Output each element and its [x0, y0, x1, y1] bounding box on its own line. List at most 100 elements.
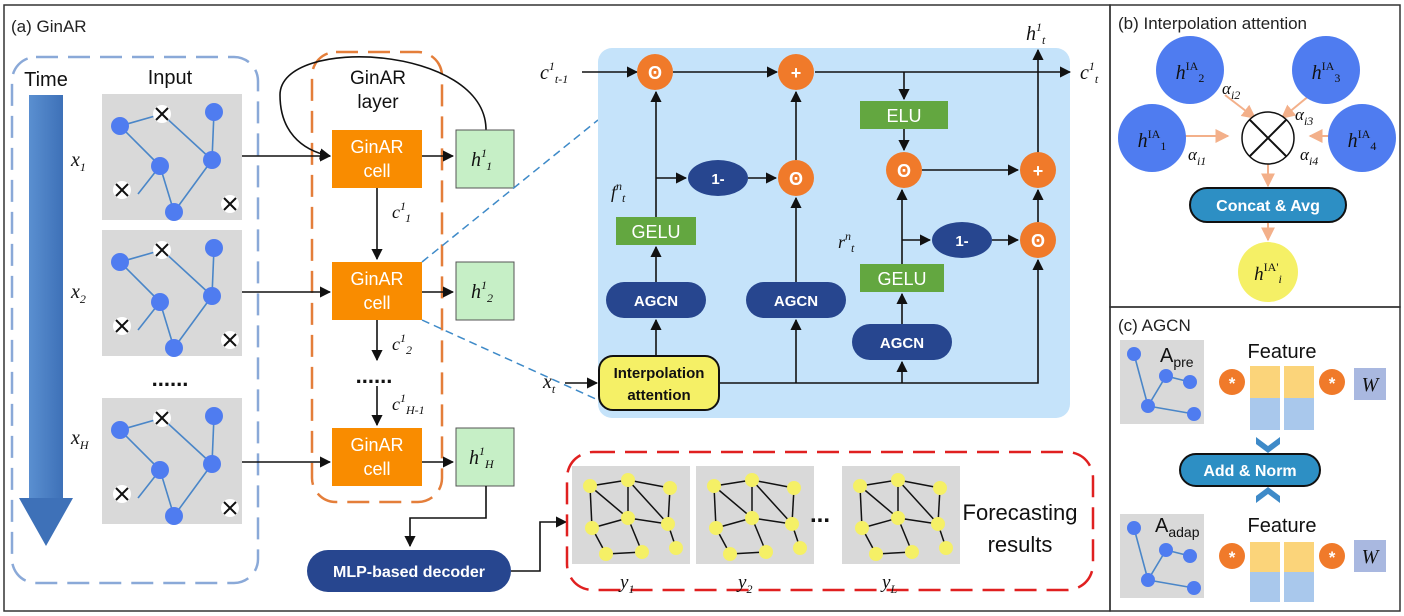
svg-text:cell: cell	[363, 293, 390, 313]
svg-text:Concat & Avg: Concat & Avg	[1216, 198, 1320, 215]
ginar-layer-container	[310, 50, 444, 504]
chevron-up-icon	[1256, 487, 1280, 503]
graph-node	[151, 293, 169, 311]
svg-text:hIA4: hIA4	[1348, 127, 1377, 153]
missing-node-icon	[221, 331, 239, 349]
graph-node	[745, 511, 759, 525]
missing-node-icon	[221, 195, 239, 213]
time-label: Time	[24, 69, 68, 91]
graph-node	[1127, 347, 1141, 361]
feature-matrix-top	[1250, 366, 1314, 430]
graph-node	[759, 545, 773, 559]
c1-label: c11	[392, 199, 411, 225]
star-op-top-right: *	[1319, 369, 1345, 395]
mlp-decoder: MLP-based decoder	[307, 550, 511, 592]
graph-node	[745, 473, 759, 487]
agcn-r: AGCN	[852, 324, 952, 360]
graph-node	[621, 473, 635, 487]
graph-node	[205, 407, 223, 425]
graph-node	[621, 511, 635, 525]
cH-label: c1H-1	[392, 391, 425, 417]
graph-node	[203, 151, 221, 169]
graph-node	[1187, 407, 1201, 421]
alpha-i4: αi4	[1300, 145, 1318, 168]
svg-text:1-: 1-	[711, 171, 724, 188]
svg-text:MLP-based decoder: MLP-based decoder	[333, 564, 485, 581]
agcn-f: AGCN	[606, 282, 706, 318]
c-in-label: c1t-1	[540, 59, 568, 86]
svg-text:hIA2: hIA2	[1176, 59, 1205, 85]
star-op-top-left: *	[1219, 369, 1245, 395]
ginar-cell-1: GinAR cell	[332, 130, 422, 188]
agcn-graph-1	[1120, 340, 1204, 424]
add-norm-box: Add & Norm	[1179, 453, 1321, 487]
panel-a-title: (a) GinAR	[11, 17, 87, 36]
graph-node	[709, 521, 723, 535]
svg-text:Add & Norm: Add & Norm	[1203, 463, 1296, 480]
hH-to-decoder-arrow	[404, 486, 487, 548]
graph-node	[855, 521, 869, 535]
graph-node	[669, 541, 683, 555]
graph-node	[905, 545, 919, 559]
graph-node	[111, 117, 129, 135]
forecast-container	[565, 450, 1095, 592]
a-adap-label: Aadap	[1155, 515, 1200, 540]
graph-node	[1159, 543, 1173, 557]
h-ia-1-node: hIA1	[1118, 104, 1186, 172]
feature-label-bottom: Feature	[1248, 515, 1317, 537]
y2-label: y2	[736, 572, 752, 596]
layer-label-1: GinAR	[350, 68, 406, 89]
svg-text:+: +	[1033, 161, 1044, 181]
graph-node	[111, 253, 129, 271]
concat-avg-box: Concat & Avg	[1189, 187, 1347, 223]
h2-box: h12	[455, 261, 515, 321]
h1-box: h11	[455, 129, 515, 189]
svg-text:W: W	[1362, 546, 1381, 568]
r-label: rnt	[838, 229, 855, 255]
svg-text:*: *	[1229, 548, 1236, 567]
svg-text:h1H: h1H	[469, 444, 495, 471]
missing-node-icon	[113, 317, 131, 335]
h-ia-2-node: hIA2	[1156, 36, 1224, 104]
alpha-i2: αi2	[1222, 79, 1240, 102]
graph-node	[1159, 369, 1173, 383]
agcn-graph-2	[1120, 514, 1204, 598]
weight-bottom: W	[1354, 540, 1386, 572]
graph-node	[891, 473, 905, 487]
graph-node	[1183, 549, 1197, 563]
cell-detail-box	[598, 48, 1070, 418]
svg-text:h12: h12	[471, 278, 493, 305]
graph-node	[787, 481, 801, 495]
graph-node	[869, 547, 883, 561]
graph-node	[1127, 521, 1141, 535]
h-out-label: h1t	[1026, 20, 1046, 47]
graph-node	[853, 479, 867, 493]
graph-node	[933, 481, 947, 495]
graph-node	[793, 541, 807, 555]
decoder-to-results-arrow	[511, 516, 568, 572]
panel-b-title: (b) Interpolation attention	[1118, 14, 1307, 33]
svg-text:GinAR: GinAR	[350, 269, 403, 289]
input-graph-2	[102, 230, 242, 357]
input-graph-3	[102, 398, 242, 525]
graph-node	[785, 517, 799, 531]
elu-box: ELU	[860, 101, 948, 129]
alpha-i1: αi1	[1188, 145, 1206, 168]
h-ia-3-node: hIA3	[1292, 36, 1360, 104]
f-label: fnt	[611, 179, 626, 205]
star-op-bottom-left: *	[1219, 543, 1245, 569]
one-minus-r: 1-	[932, 222, 992, 258]
output-graph-1	[572, 466, 690, 564]
alpha-i3: αi3	[1295, 105, 1313, 128]
xH-label: xH	[70, 427, 90, 452]
svg-text:hIA1: hIA1	[1138, 127, 1167, 153]
agcn-graphs	[1120, 340, 1204, 598]
a-pre-label: Apre	[1160, 345, 1194, 370]
input-ellipsis: ......	[152, 366, 189, 391]
recurrent-loop-arrow	[279, 56, 487, 160]
graph-node	[1141, 399, 1155, 413]
svg-text:AGCN: AGCN	[880, 335, 924, 352]
svg-text:ʘ: ʘ	[648, 63, 662, 83]
svg-text:attention: attention	[627, 387, 690, 404]
